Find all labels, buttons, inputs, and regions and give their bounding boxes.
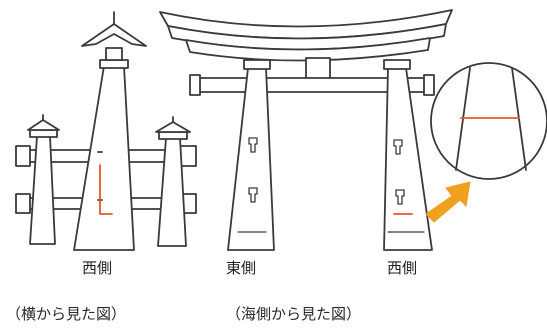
label-side-west: 西側 xyxy=(82,259,113,277)
side-view-torii xyxy=(15,11,197,251)
side-main-pillar xyxy=(73,11,147,251)
sea-view-torii xyxy=(159,9,547,251)
side-left-support-pillar xyxy=(27,114,60,245)
caption-side-view: （横から見た図） xyxy=(6,305,127,323)
label-sea-east: 東側 xyxy=(226,259,257,277)
gakuzuka xyxy=(305,57,331,81)
zoom-arrow xyxy=(425,181,471,223)
side-right-support-pillar xyxy=(155,116,191,247)
label-sea-west: 西側 xyxy=(387,259,418,277)
side-red-mark xyxy=(99,164,113,215)
caption-sea-view: （海側から見た図） xyxy=(226,305,362,323)
west-pillar xyxy=(383,59,433,251)
east-pillar xyxy=(227,59,275,251)
zoom-detail-circle xyxy=(430,62,547,180)
